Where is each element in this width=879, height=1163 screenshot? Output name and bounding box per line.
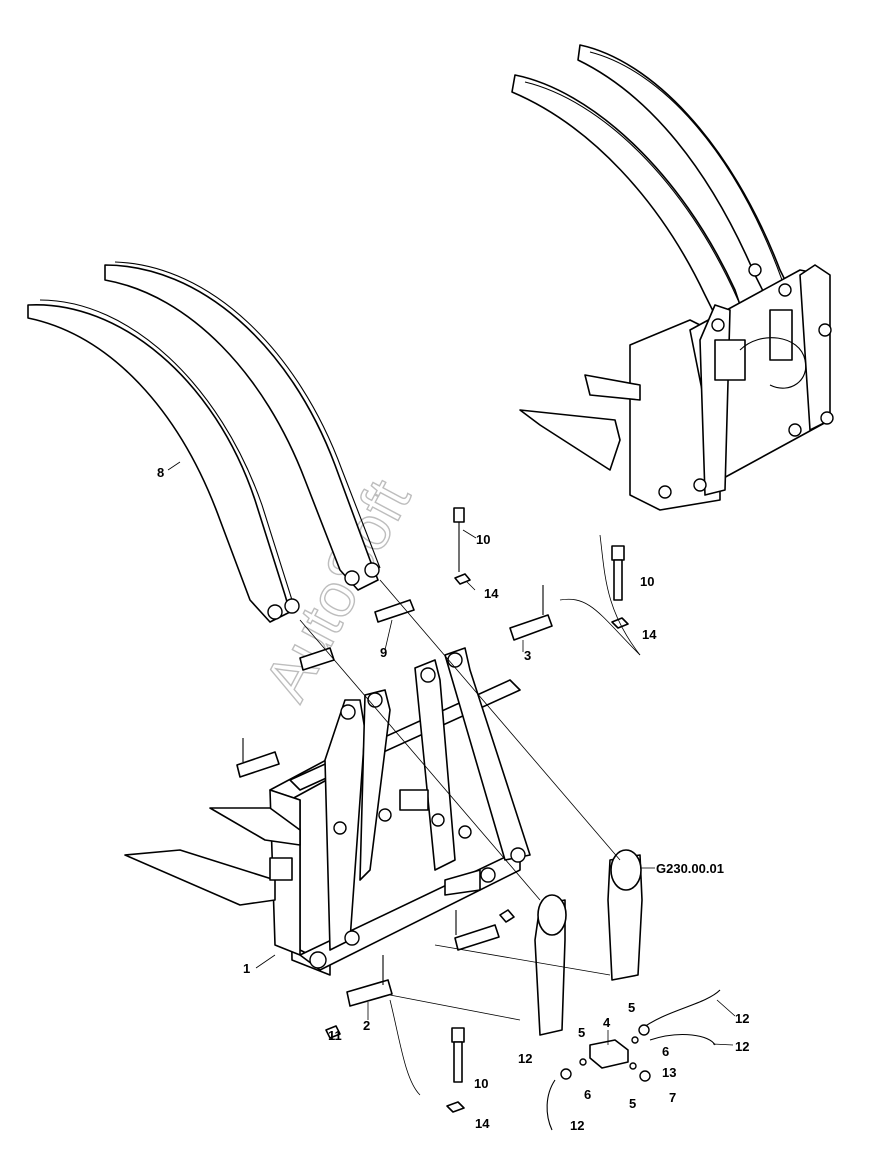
callout-11: 11 <box>328 1028 342 1043</box>
callout-5: 5 <box>629 1096 636 1111</box>
callout-8: 8 <box>157 465 164 480</box>
callout-10: 10 <box>474 1076 488 1091</box>
callout-12: 12 <box>735 1039 749 1054</box>
callout-3: 3 <box>524 648 531 663</box>
assembled-grapple-view <box>511 44 834 511</box>
callout-14: 14 <box>484 586 499 601</box>
grapple-arm-pair <box>27 261 381 623</box>
valve-block-assembly <box>546 989 721 1131</box>
callout-7: 7 <box>669 1090 676 1105</box>
callout-5: 5 <box>628 1000 635 1015</box>
main-frame <box>124 647 531 976</box>
hydraulic-cylinders <box>534 849 643 1036</box>
callout-4: 4 <box>603 1015 611 1030</box>
callout-2: 2 <box>363 1018 370 1033</box>
assembly-lines <box>299 534 641 1096</box>
callout-6: 6 <box>584 1087 591 1102</box>
callout-1: 1 <box>243 961 250 976</box>
leader-lines <box>167 461 736 1046</box>
callout-5: 5 <box>578 1025 585 1040</box>
loose-hardware <box>446 507 629 1113</box>
pin-set <box>236 585 553 1039</box>
callout-14: 14 <box>475 1116 490 1131</box>
callout-14: 14 <box>642 627 657 642</box>
callout-g230: G230.00.01 <box>656 861 724 876</box>
callout-12: 12 <box>735 1011 749 1026</box>
callout-10: 10 <box>476 532 490 547</box>
callout-10: 10 <box>640 574 654 589</box>
callout-12: 12 <box>518 1051 532 1066</box>
callout-12: 12 <box>570 1118 584 1133</box>
callout-labels: 1 2 3 4 5 5 5 6 6 7 8 9 10 10 10 11 12 1… <box>157 465 749 1133</box>
callout-6: 6 <box>662 1044 669 1059</box>
callout-13: 13 <box>662 1065 676 1080</box>
callout-9: 9 <box>380 645 387 660</box>
